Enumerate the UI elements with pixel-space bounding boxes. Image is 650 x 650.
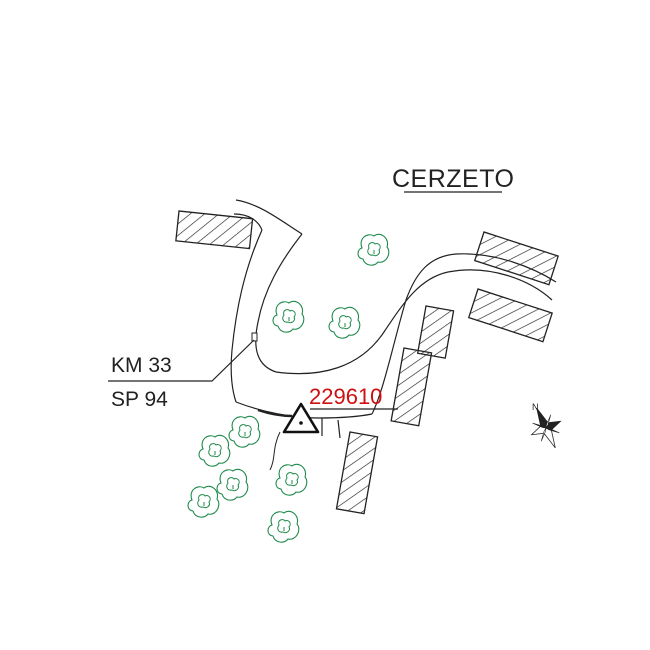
buildings	[175, 210, 560, 515]
road-shoulder	[257, 408, 293, 418]
building-east	[467, 288, 554, 343]
road-spur-edge-right	[337, 419, 341, 439]
town-label: CERZETO	[392, 165, 515, 193]
building-central-south	[390, 347, 433, 427]
road-name-label: SP 94	[111, 388, 168, 411]
building-northeast	[473, 231, 560, 286]
road-km-label: KM 33	[111, 354, 172, 377]
building-central-north	[416, 305, 455, 359]
compass-north-letter: N	[532, 402, 539, 412]
road-label-leader	[108, 339, 255, 382]
tree-symbol-icon	[216, 468, 249, 501]
tree-symbol-icon	[357, 233, 390, 266]
tree-symbol-icon	[275, 463, 308, 496]
benchmark-id-label: 229610	[309, 384, 382, 409]
tree-symbol-icon	[187, 485, 220, 518]
triangle-survey-marker-icon	[282, 402, 320, 434]
km-marker-post	[251, 332, 258, 342]
road-footpath	[269, 431, 281, 471]
tree-symbol-icon	[228, 415, 261, 448]
road-east-edge	[255, 233, 303, 373]
tree-symbol-icon	[198, 434, 231, 467]
tree-symbol-icon	[272, 300, 305, 333]
tree-symbol-icon	[267, 510, 300, 543]
tree-symbol-icon	[328, 306, 361, 339]
road-curve-upper-edge	[275, 269, 553, 375]
road-curve-lower-edge	[235, 401, 373, 419]
road-edge-inner	[235, 199, 303, 235]
compass-rose-icon: N	[530, 402, 562, 449]
road-network	[230, 199, 557, 471]
building-northwest	[175, 210, 254, 250]
building-south	[335, 431, 379, 515]
road-west-edge	[230, 229, 263, 403]
